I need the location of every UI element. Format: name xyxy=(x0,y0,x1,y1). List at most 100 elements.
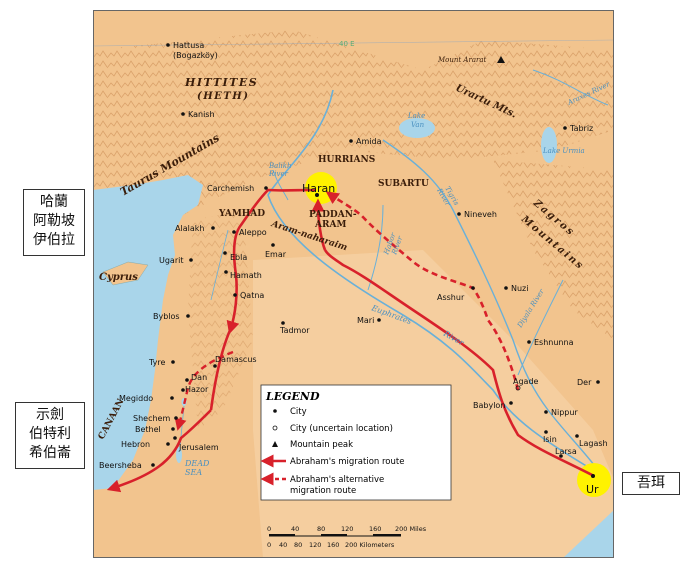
city-hebron: Hebron xyxy=(121,440,150,449)
city-isin-dot xyxy=(544,430,548,434)
city-amida: Amida xyxy=(356,137,382,146)
city-aleppo: Aleppo xyxy=(239,228,267,237)
city-damascus: Damascus xyxy=(215,355,257,364)
city-der-dot xyxy=(596,380,600,384)
city-aleppo-dot xyxy=(232,230,236,234)
city-agade: Agade xyxy=(513,377,539,386)
callout-haran-line-3: 伊伯拉 xyxy=(33,232,75,248)
euphrates-river xyxy=(267,89,594,471)
callout-ur-label: 吾珥 xyxy=(637,475,665,491)
label-lake-van-2: Van xyxy=(411,121,425,129)
migration-route-west xyxy=(226,188,316,335)
cyprus-island xyxy=(102,261,149,286)
araxes-river xyxy=(532,69,609,106)
label-mount-ararat: Mount Ararat xyxy=(437,56,487,64)
city-tabriz: Tabriz xyxy=(569,124,593,133)
callout-haran-line-2: 阿勒坡 xyxy=(33,213,75,229)
city-beersheba-dot xyxy=(151,463,155,467)
city-haran-dot xyxy=(315,193,319,197)
city-babylon: Babylon xyxy=(473,401,505,410)
scale-mile-120: 120 xyxy=(341,525,353,533)
city-ebla: Ebla xyxy=(230,253,247,262)
city-eshnunna: Eshnunna xyxy=(534,338,574,347)
city-lagash-dot xyxy=(575,434,579,438)
city-hattusa: Hattusa xyxy=(173,41,204,50)
label-dead-sea-1: DEAD xyxy=(184,459,210,468)
city-asshur-dot xyxy=(471,286,475,290)
city-qatna: Qatna xyxy=(240,291,264,300)
city-nippur: Nippur xyxy=(551,408,578,417)
orontes-river xyxy=(210,229,229,301)
legend-box xyxy=(260,384,452,501)
migration-route-main xyxy=(323,249,595,478)
city-amida-dot xyxy=(349,139,353,143)
label-balikh-1: Balikh xyxy=(268,162,292,170)
legend-route: Abraham's migration route xyxy=(290,457,404,467)
callout-shechem-line-3: 希伯崙 xyxy=(29,445,71,461)
city-dan-dot xyxy=(185,378,189,382)
abraham-migration-map: 40 E HITTITES (HETH) HURRIANS SUBARTU YA… xyxy=(93,10,614,558)
callout-ur: 吾珥 xyxy=(622,472,680,495)
city-larsa-dot xyxy=(559,454,563,458)
persian-gulf xyxy=(563,510,614,558)
city-kanish: Kanish xyxy=(188,110,215,119)
city-hamath: Hamath xyxy=(230,271,262,280)
label-yamhad: YAMHAD xyxy=(218,209,265,219)
balikh-river xyxy=(272,169,289,201)
scale-km-200: 200 Kilometers xyxy=(345,541,395,549)
lake-urmia xyxy=(541,127,557,163)
scale-bar: 0 40 80 120 160 200 Miles 0 40 80 120 16… xyxy=(267,525,427,549)
city-nippur-dot xyxy=(544,410,548,414)
city-nineveh: Nineveh xyxy=(464,210,497,219)
scale-mile-40: 40 xyxy=(291,525,299,533)
legend-mountain-peak: Mountain peak xyxy=(290,440,353,450)
zagros-relief xyxy=(493,160,614,340)
city-isin: Isin xyxy=(543,435,557,444)
lake-van xyxy=(399,118,435,138)
city-tyre: Tyre xyxy=(148,358,165,367)
city-alalakh-dot xyxy=(211,226,215,230)
callout-shechem-bethel-hebron: 示劍 伯特利 希伯崙 xyxy=(15,402,85,469)
callout-haran-line-1: 哈蘭 xyxy=(40,194,68,210)
scale-mile-200: 200 Miles xyxy=(395,525,427,533)
label-lake-urmia: Lake Urmia xyxy=(542,147,585,155)
callout-shechem-line-1: 示劍 xyxy=(36,407,64,423)
city-hamath-dot xyxy=(224,270,228,274)
legend-city-dot xyxy=(273,409,277,413)
mountain-peak-icon xyxy=(497,56,505,63)
scale-seg-3 xyxy=(373,534,401,536)
city-ebla-dot xyxy=(223,251,227,255)
city-nuzi: Nuzi xyxy=(511,284,528,293)
scale-seg-1 xyxy=(269,534,295,536)
city-haran: Haran xyxy=(302,182,335,195)
diyala-river xyxy=(517,279,564,376)
scale-km-0: 0 xyxy=(267,541,271,549)
label-hittites: HITTITES xyxy=(184,76,258,89)
city-nuzi-dot xyxy=(504,286,508,290)
callout-shechem-line-2: 伯特利 xyxy=(29,426,71,442)
label-balikh-2: River xyxy=(268,170,289,178)
city-eshnunna-dot xyxy=(527,340,531,344)
city-bethel-dot xyxy=(171,427,175,431)
city-asshur: Asshur xyxy=(437,293,465,302)
label-subartu: SUBARTU xyxy=(378,179,429,189)
city-dan: Dan xyxy=(191,373,207,382)
meridian-label: 40 E xyxy=(339,40,355,48)
migration-route-canaan xyxy=(106,409,212,493)
anatolia-relief xyxy=(93,30,614,240)
city-kanish-dot xyxy=(181,112,185,116)
city-shechem: Shechem xyxy=(133,414,170,423)
scale-mile-160: 160 xyxy=(369,525,381,533)
legend-city-uncertain: City (uncertain location) xyxy=(290,424,393,434)
migration-route-coastal xyxy=(209,327,233,411)
scale-seg-2 xyxy=(321,534,347,536)
scale-km-120: 120 xyxy=(309,541,321,549)
city-beersheba: Beersheba xyxy=(99,461,142,470)
alternative-route-canaan xyxy=(174,350,234,431)
city-babylon-dot xyxy=(509,401,513,405)
city-mari-dot xyxy=(377,318,381,322)
city-emar-dot xyxy=(271,243,275,247)
city-carchemish-dot xyxy=(264,186,268,190)
scale-km-80: 80 xyxy=(294,541,302,549)
scale-km-40: 40 xyxy=(279,541,287,549)
